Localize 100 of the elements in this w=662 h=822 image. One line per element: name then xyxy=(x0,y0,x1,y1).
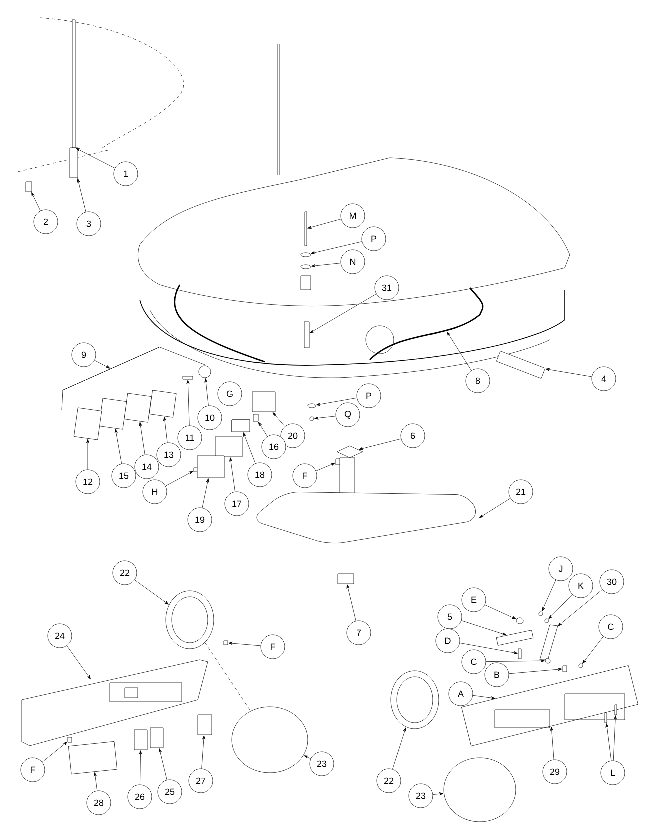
callout-number: 2 xyxy=(34,210,58,234)
callout-number: P xyxy=(362,226,386,252)
bezel xyxy=(215,436,243,458)
clip xyxy=(26,182,32,192)
callout-number: 30 xyxy=(600,570,624,594)
callout-number: 14 xyxy=(134,454,160,480)
leader-line xyxy=(230,458,236,492)
callout-number: 20 xyxy=(280,424,306,448)
leader-line xyxy=(314,416,336,420)
leader-line xyxy=(166,471,194,486)
callout-number: 26 xyxy=(128,784,152,810)
gasket xyxy=(74,408,102,440)
callout-number: 23 xyxy=(408,784,434,808)
callout-number: 17 xyxy=(224,492,250,516)
leader-line xyxy=(139,750,142,786)
callout-number: E xyxy=(462,588,486,612)
callout-number: G xyxy=(218,382,242,406)
leader-line xyxy=(546,368,592,378)
ceiling-panel xyxy=(256,492,476,544)
leader-line xyxy=(204,378,209,406)
leader-line xyxy=(86,439,90,470)
clip xyxy=(253,414,259,422)
callout-number: 27 xyxy=(188,768,214,794)
leader-line xyxy=(432,792,444,796)
leader-line xyxy=(486,660,545,663)
gasket xyxy=(98,398,128,430)
callout-number: 24 xyxy=(48,624,72,648)
callout-number: 11 xyxy=(178,426,202,450)
callout-number: 18 xyxy=(248,462,272,488)
leader-line xyxy=(202,736,206,770)
callout-number: 22 xyxy=(112,560,138,586)
screw xyxy=(224,640,228,646)
switch xyxy=(150,728,164,748)
screw xyxy=(182,376,194,380)
leader-line xyxy=(308,219,342,229)
washer xyxy=(308,404,316,408)
speaker xyxy=(390,670,440,730)
gasket xyxy=(149,390,177,418)
leader-line xyxy=(311,263,342,268)
plate xyxy=(496,630,534,646)
callout-number: 7 xyxy=(346,620,372,646)
callout-number: B xyxy=(484,662,510,688)
screw xyxy=(518,648,522,660)
callout-number: 28 xyxy=(86,790,112,816)
leader-line xyxy=(392,728,406,770)
leader-line xyxy=(77,178,86,212)
callout-number: C xyxy=(462,650,486,674)
switch xyxy=(198,714,212,736)
screw xyxy=(578,664,584,668)
screw xyxy=(562,666,568,672)
callout-number: 13 xyxy=(156,442,182,468)
callout-number: 21 xyxy=(508,480,534,504)
callout-number: M xyxy=(340,204,366,228)
leader-line xyxy=(310,242,362,254)
leader-line xyxy=(606,724,612,762)
callout-number: 1 xyxy=(114,162,138,186)
callout-number: 3 xyxy=(76,212,102,236)
leader-line xyxy=(76,148,116,169)
leader-line xyxy=(304,756,312,760)
leader-line xyxy=(258,422,268,437)
leader-line xyxy=(66,646,91,680)
foot xyxy=(338,574,354,584)
callout-number: A xyxy=(448,682,474,706)
callout-number: J xyxy=(548,556,574,582)
leader-line xyxy=(358,438,402,450)
callout-number: 8 xyxy=(466,368,490,394)
bezel xyxy=(197,456,225,478)
bolt xyxy=(304,212,308,246)
gasket xyxy=(124,393,152,423)
leader-line xyxy=(508,668,562,674)
leader-line xyxy=(542,580,556,612)
nut xyxy=(544,618,550,624)
callout-number: 31 xyxy=(374,276,400,300)
screw xyxy=(194,468,198,472)
leader-line xyxy=(134,580,169,605)
callout-number: H xyxy=(142,480,168,504)
handle xyxy=(68,741,118,775)
callout-number: 15 xyxy=(112,464,136,488)
leader-line xyxy=(42,742,68,763)
callout-number: 25 xyxy=(158,780,182,804)
speaker xyxy=(166,590,214,650)
bar xyxy=(496,351,546,379)
callout-number: D xyxy=(436,628,460,654)
speaker-grille xyxy=(444,758,516,822)
leader-line xyxy=(228,642,262,646)
leader-line xyxy=(550,726,554,760)
leader-line xyxy=(613,716,618,762)
callout-number: 29 xyxy=(542,760,568,784)
lens xyxy=(252,392,276,412)
leader-line xyxy=(447,332,472,371)
leader-line xyxy=(316,398,358,406)
leader-line xyxy=(114,429,122,464)
leader-line xyxy=(582,636,604,664)
callout-number: C xyxy=(598,614,624,640)
speaker-grille xyxy=(232,706,308,774)
bracket xyxy=(540,624,558,660)
callout-number: 16 xyxy=(262,434,286,460)
screw xyxy=(336,458,340,466)
antenna-base xyxy=(70,148,78,178)
callout-number: 5 xyxy=(438,604,462,630)
